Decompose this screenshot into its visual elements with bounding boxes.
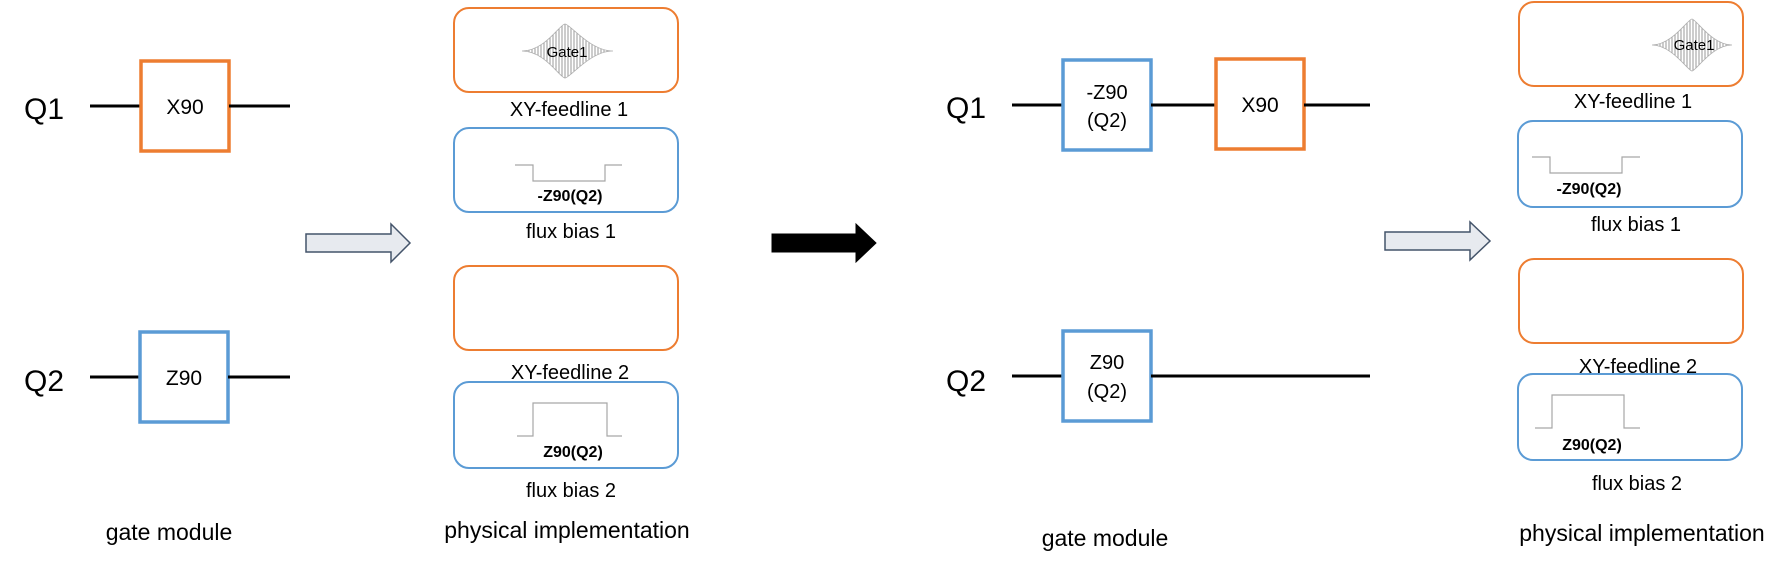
left-gate1-pulse-envelope: [521, 23, 614, 79]
left-x90-gate-label: X90: [166, 96, 203, 119]
right-q1-label: Q1: [946, 92, 986, 125]
left-q1-label: Q1: [24, 93, 64, 126]
right-z90-gate-line1: Z90: [1090, 352, 1124, 374]
right-x90-gate-label: X90: [1241, 94, 1278, 117]
right-gate-module: Q1 -Z90 (Q2) X90 Q2 Z90 (Q2) gate module: [946, 57, 1370, 551]
right-z90-gate-line2: (Q2): [1087, 381, 1127, 403]
right-minus-z90-gate: [1061, 58, 1153, 152]
right-xy-feedline-2-label: XY-feedline 2: [1579, 356, 1697, 378]
left-xy-feedline-1-label: XY-feedline 1: [510, 99, 628, 121]
right-gate-module-caption: gate module: [1042, 525, 1169, 551]
right-gate1-pulse-envelope: [1651, 18, 1733, 72]
left-physical-implementation: Gate1 XY-feedline 1 -Z90(Q2) flux bias 1…: [444, 7, 690, 543]
left-gate-module-caption: gate module: [106, 519, 233, 545]
right-z90-gate: [1061, 329, 1153, 423]
right-minus-z90-gate-line1: -Z90: [1086, 82, 1127, 104]
right-q2-label: Q2: [946, 365, 986, 398]
middle-solid-arrow: [771, 222, 877, 264]
right-xy-feedline-2-box: [1518, 258, 1744, 344]
right-flux-bias-2-pulse-label: Z90(Q2): [1562, 437, 1622, 454]
right-flux-bias-2-label: flux bias 2: [1592, 473, 1682, 495]
left-flux-bias-2-waveform: [517, 402, 622, 437]
left-gate-module: Q1 X90 Q2 Z90 gate module: [24, 59, 290, 545]
left-xy-feedline-2-box: [453, 265, 679, 351]
right-hollow-arrow: [1384, 220, 1492, 262]
right-flux-bias-1-pulse-label: -Z90(Q2): [1557, 181, 1622, 198]
right-flux-bias-1-waveform: [1532, 156, 1640, 174]
left-flux-bias-1-box: [453, 127, 679, 213]
right-flux-bias-1-label: flux bias 1: [1591, 214, 1681, 236]
right-physical-caption: physical implementation: [1519, 520, 1764, 546]
right-gate1-pulse-label: Gate1: [1674, 37, 1715, 54]
left-physical-caption: physical implementation: [444, 517, 689, 543]
left-xy-feedline-2-label: XY-feedline 2: [511, 362, 629, 384]
left-z90-gate: [138, 330, 230, 424]
right-flux-bias-2-waveform: [1535, 394, 1640, 429]
left-gate1-pulse-label: Gate1: [547, 44, 588, 61]
right-physical-implementation: Gate1 XY-feedline 1 -Z90(Q2) flux bias 1…: [1517, 1, 1765, 546]
left-hollow-arrow: [305, 222, 412, 264]
left-flux-bias-1-waveform: [515, 164, 622, 182]
left-q2-label: Q2: [24, 365, 64, 398]
left-z90-gate-label: Z90: [166, 367, 202, 390]
left-flux-bias-2-box: [453, 381, 679, 469]
left-flux-bias-2-label: flux bias 2: [526, 480, 616, 502]
left-flux-bias-1-pulse-label: -Z90(Q2): [538, 188, 603, 205]
right-minus-z90-gate-line2: (Q2): [1087, 110, 1127, 132]
right-xy-feedline-1-label: XY-feedline 1: [1574, 91, 1692, 113]
left-flux-bias-2-pulse-label: Z90(Q2): [543, 444, 603, 461]
left-flux-bias-1-label: flux bias 1: [526, 221, 616, 243]
right-flux-bias-1-box: [1517, 120, 1743, 208]
